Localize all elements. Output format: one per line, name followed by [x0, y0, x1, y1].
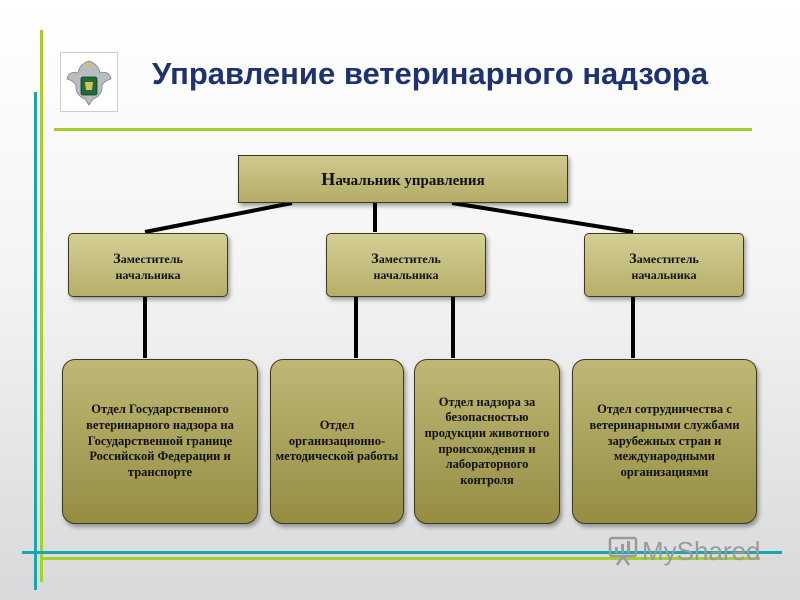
- frame-line-horizontal-bottom-green: [40, 557, 760, 560]
- department-4-label: Отдел сотрудничества с ветеринарными слу…: [589, 402, 740, 479]
- logo: [60, 52, 118, 112]
- presentation-board-icon: [608, 536, 638, 566]
- connector-head-deputy-3: [451, 201, 634, 234]
- deputy-3-label: аместитель: [636, 251, 699, 266]
- department-box-4: Отдел сотрудничества с ветеринарными слу…: [572, 359, 757, 524]
- frame-line-horizontal-top: [54, 128, 752, 131]
- deputy-1-label-line2: начальника: [115, 267, 181, 282]
- page-title: Управление ветеринарного надзора: [152, 56, 709, 91]
- deputy-2-label-line2: начальника: [373, 267, 439, 282]
- department-box-2: Отдел организационно-методической работы: [270, 359, 404, 524]
- deputy-3-initial: З: [629, 250, 637, 267]
- deputy-3-label-line2: начальника: [631, 267, 697, 282]
- department-box-1: Отдел Государственного ветеринарного над…: [62, 359, 258, 524]
- head-box-label: ачальник управления: [335, 172, 485, 189]
- department-2-label: Отдел организационно-методической работы: [275, 418, 399, 464]
- deputy-2-label: аместитель: [378, 251, 441, 266]
- deputy-1-initial: З: [113, 250, 121, 267]
- head-of-department-box: Начальник управления: [238, 155, 568, 203]
- department-3-label: Отдел надзора за безопасностью продукции…: [424, 394, 550, 487]
- deputy-1-label: аместитель: [120, 251, 183, 266]
- double-headed-eagle-emblem-icon: [66, 60, 112, 106]
- connector-head-deputy-1: [144, 201, 293, 234]
- deputy-2-initial: З: [371, 250, 379, 267]
- frame-line-horizontal-bottom-teal: [22, 551, 782, 554]
- department-1-label: Отдел Государственного ветеринарного над…: [86, 402, 234, 479]
- frame-line-vertical-green: [40, 30, 43, 582]
- watermark-text: MyShared: [642, 535, 761, 566]
- watermark: MyShared: [608, 535, 761, 567]
- frame-line-vertical-teal: [34, 92, 37, 590]
- department-box-3: Отдел надзора за безопасностью продукции…: [414, 359, 560, 524]
- head-box-initial: Н: [321, 168, 336, 189]
